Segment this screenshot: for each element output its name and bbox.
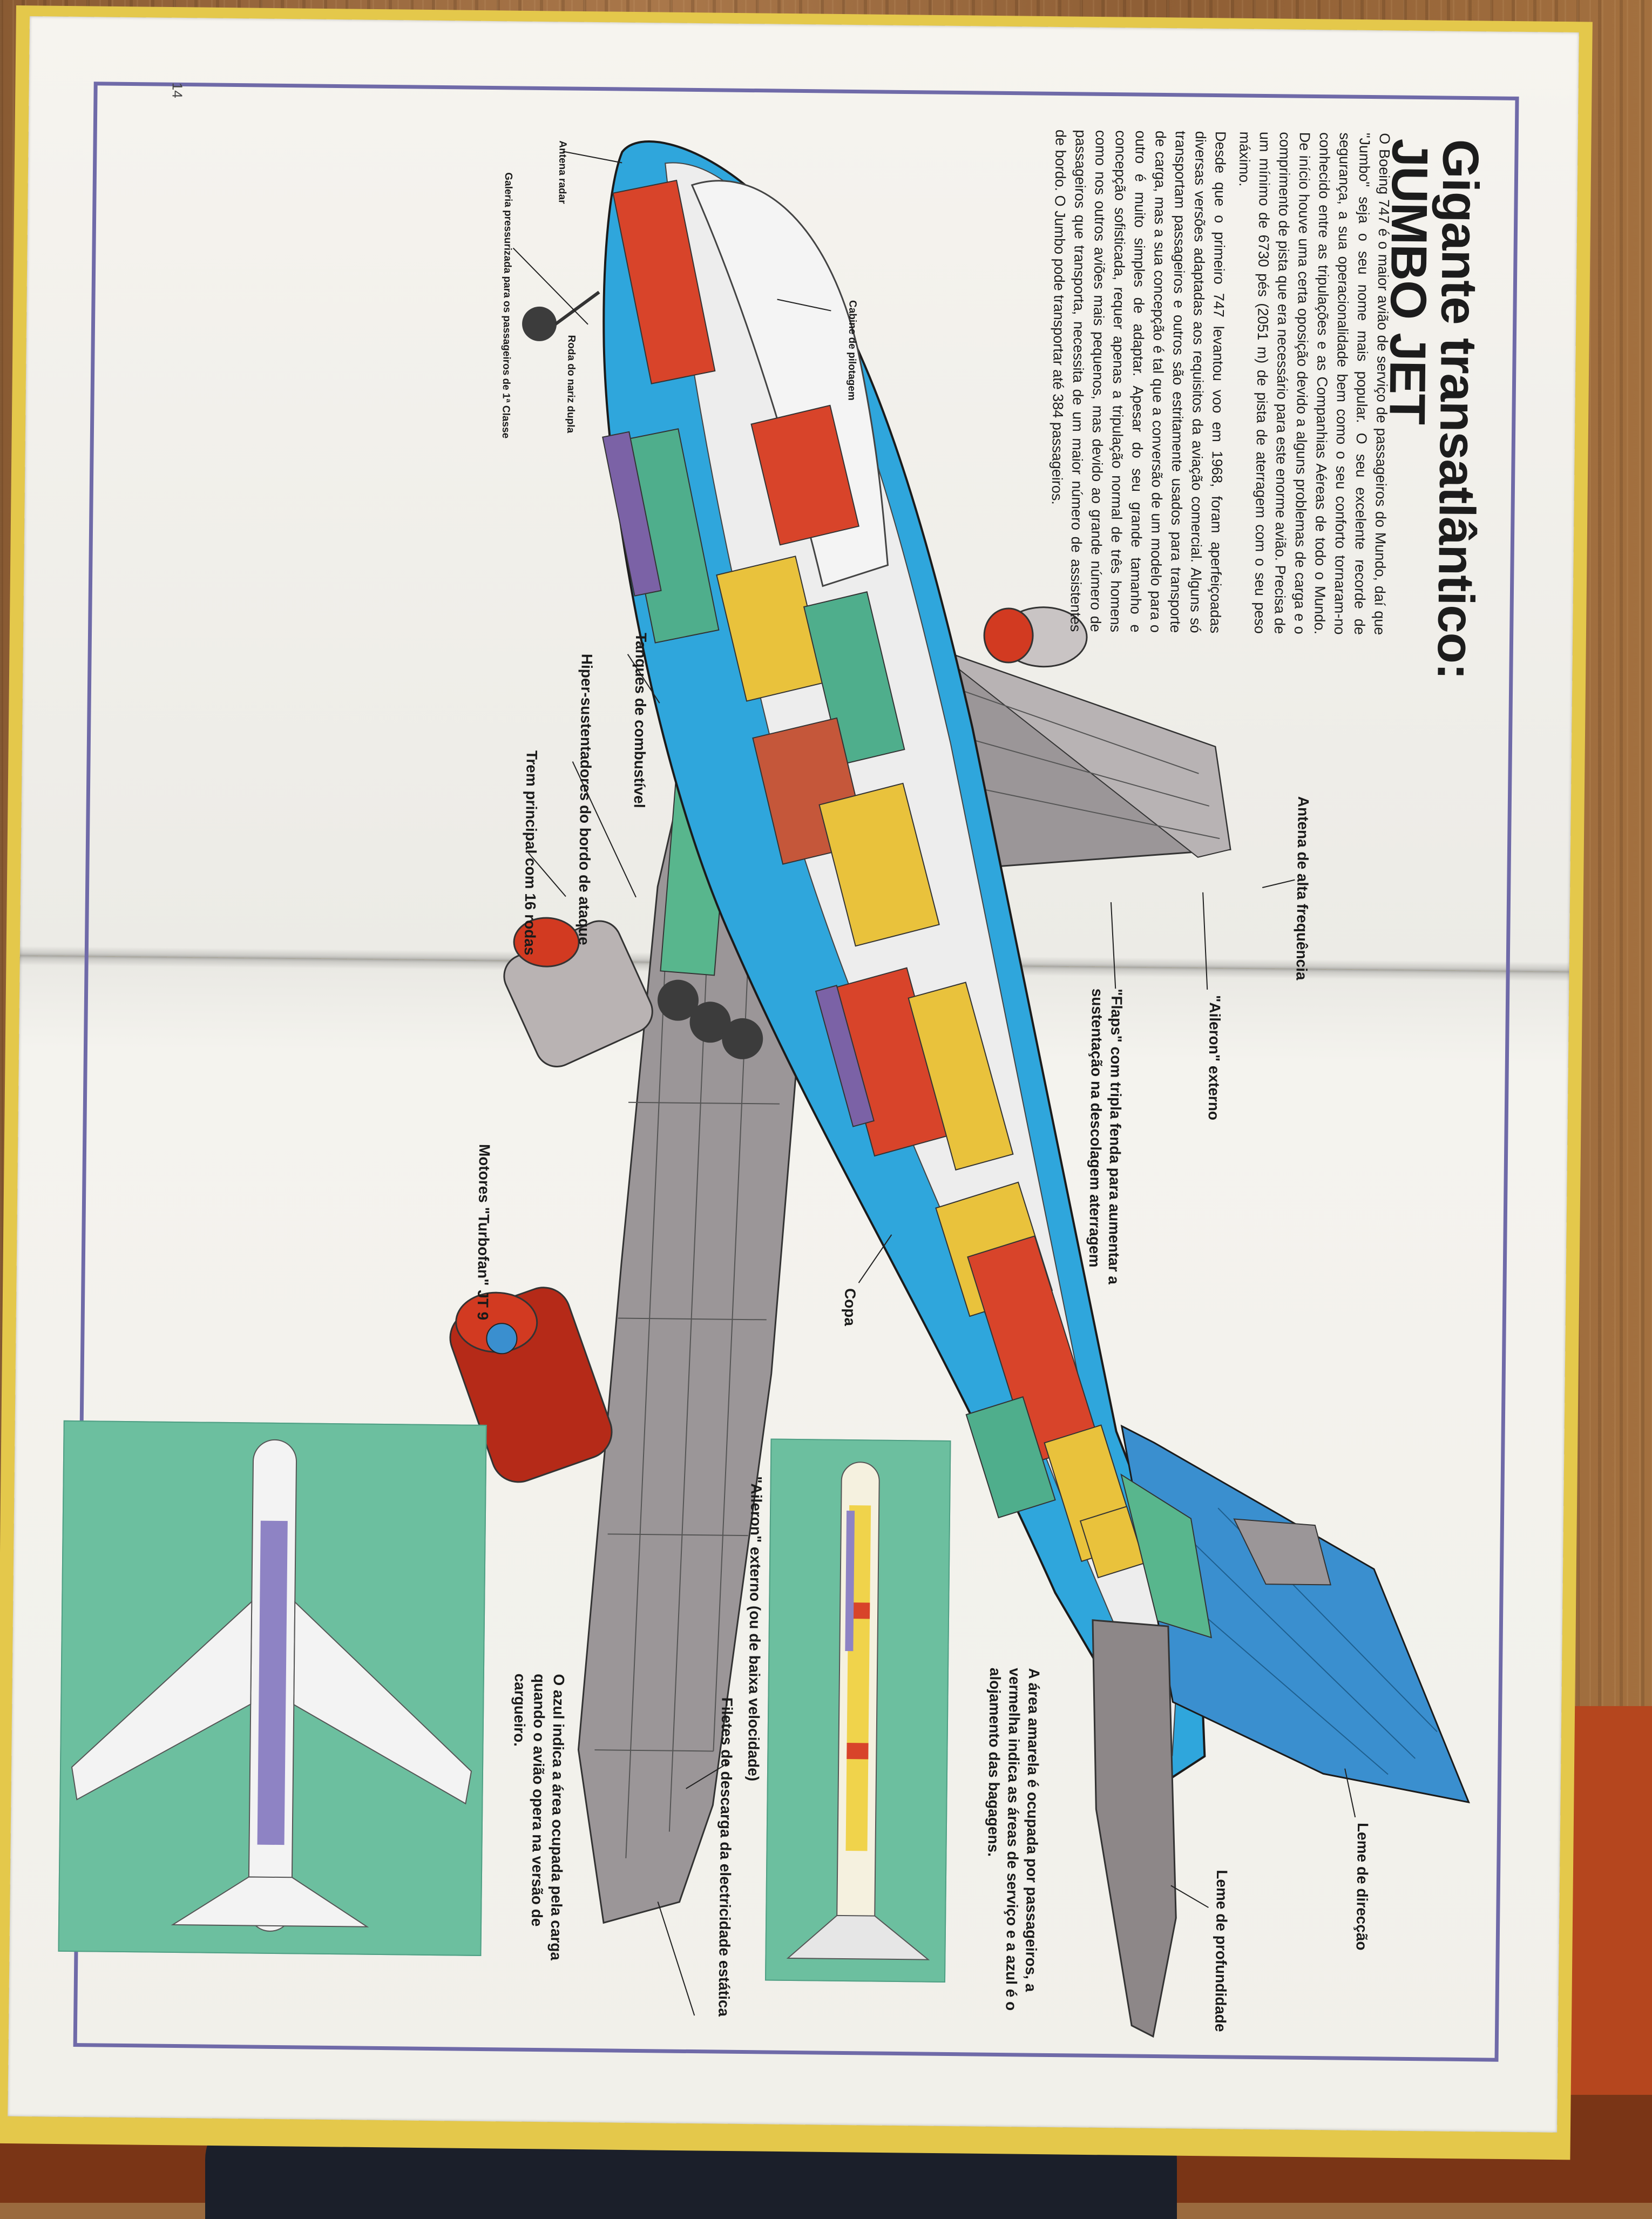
nose-gear — [522, 290, 600, 341]
label-aileron-externo: "Aileron" externo — [1205, 995, 1224, 1121]
inset-cargo-layout — [58, 1420, 487, 1956]
label-trem: Trem principal com 16 rodas — [521, 750, 540, 956]
lower-engine-outer — [449, 1287, 613, 1483]
cabin-interior — [602, 179, 1146, 1579]
label-leme-direccao: Leme de direcção — [1353, 1822, 1372, 1951]
upper-engine-outer — [983, 606, 1088, 668]
open-book: 14 Gigante transatlântico: JUMBO JET O B… — [8, 16, 1579, 2133]
article-body: O Boeing 747 é o maior avião de serviço … — [1045, 130, 1394, 635]
label-filetes: Filetes de descarga da electricidade est… — [715, 1697, 736, 2017]
cargo-plane-icon — [71, 1439, 472, 1932]
label-leme-profundidade: Leme de profundidade — [1212, 1870, 1231, 2032]
label-antena-radar: Antena radar — [556, 140, 568, 204]
article-paragraph-1: O Boeing 747 é o maior avião de serviço … — [1236, 131, 1393, 635]
label-hiper: Hiper-sustentadores do bordo de ataque — [576, 653, 595, 945]
tail-section — [1092, 1424, 1470, 2038]
lower-engine-inner — [503, 917, 653, 1067]
label-flaps: "Flaps" com tripla fenda para aumentar a… — [1086, 988, 1126, 1285]
page-title: Gigante transatlântico: JUMBO JET — [1379, 138, 1489, 680]
label-copa: Copa — [841, 1288, 859, 1327]
label-motores: Motores "Turbofan" JT 9 — [474, 1144, 493, 1321]
label-roda-nariz: Roda do nariz dupla — [564, 335, 577, 434]
label-cabine: Cabine de pilotagem — [845, 300, 858, 401]
page-number: 14 — [169, 82, 186, 98]
main-landing-gear — [657, 979, 763, 1059]
leader-lines — [512, 151, 1356, 2016]
inset-passenger-layout — [764, 1438, 951, 1983]
label-tanques: Tanques de combustível — [631, 632, 650, 808]
label-antena-alta: Antena de alta frequência — [1293, 796, 1312, 980]
caption-passenger-areas: A área amarela é ocupada por passageiros… — [985, 1667, 1043, 2011]
article-paragraph-2: Desde que o primeiro 747 levantou voo em… — [1048, 129, 1229, 634]
jumbo-cutaway-illustration — [449, 140, 1470, 2038]
passenger-plane-icon — [786, 1462, 930, 1960]
caption-cargo-area: O azul indica a área ocupada pela carga … — [511, 1673, 567, 1961]
label-aileron-baixa: "Aileron" externo (ou de baixa velocidad… — [744, 1476, 765, 1782]
